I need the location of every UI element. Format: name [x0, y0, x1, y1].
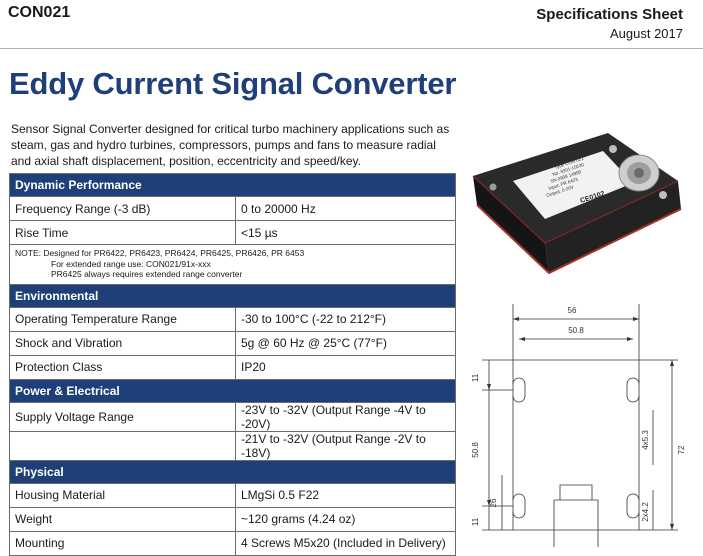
header-divider	[0, 48, 703, 49]
value-cell: 4 Screws M5x20 (Included in Delivery)	[235, 530, 456, 556]
mounting-slot	[626, 493, 640, 519]
dimension-label: 2x4.2	[641, 502, 650, 522]
table-row: -21V to -32V (Output Range -2V to -18V)	[9, 430, 456, 461]
note-line: PR6425 always requires extended range co…	[51, 269, 243, 279]
document-code: CON021	[8, 4, 71, 21]
screw-icon	[489, 183, 497, 191]
arrow-icon	[627, 337, 633, 341]
table-row: Rise Time <15 µs	[9, 220, 456, 245]
dimension-label: 72	[677, 445, 686, 454]
arrow-icon	[670, 524, 674, 530]
arrow-icon	[633, 317, 639, 321]
dimension-label: 11	[471, 517, 480, 526]
section-title: Power & Electrical	[9, 378, 456, 403]
section-title: Physical	[9, 459, 456, 484]
arrow-icon	[519, 337, 525, 341]
red-seal	[472, 175, 679, 244]
product-label	[513, 151, 633, 219]
arrow-icon	[513, 317, 519, 321]
table-row: Mounting 4 Screws M5x20 (Included in Del…	[9, 530, 456, 556]
mounting-slot	[626, 377, 640, 403]
section-title: Dynamic Performance	[9, 173, 456, 197]
table-row: Housing Material LMgSi 0.5 F22	[9, 482, 456, 508]
table-row: Protection Class IP20	[9, 354, 456, 380]
param-cell: Shock and Vibration	[9, 330, 236, 356]
sheet-title: Specifications Sheet	[536, 6, 683, 23]
param-cell: Rise Time	[9, 220, 236, 245]
mounting-slot	[512, 493, 526, 519]
table-row: Weight ~120 grams (4.24 oz)	[9, 506, 456, 532]
param-cell: Operating Temperature Range	[9, 306, 236, 332]
note-line: For extended range use: CON021/91x-xxx	[51, 258, 211, 269]
value-cell: 5g @ 60 Hz @ 25°C (77°F)	[235, 330, 456, 356]
section-header-environmental: Environmental	[9, 283, 456, 308]
section-title: Environmental	[9, 283, 456, 308]
spec-table: Dynamic Performance Frequency Range (-3 …	[9, 173, 456, 556]
value-cell: -30 to 100°C (-22 to 212°F)	[235, 306, 456, 332]
param-cell: Mounting	[9, 530, 236, 556]
value-cell: ~120 grams (4.24 oz)	[235, 506, 456, 532]
value-cell: -23V to -32V (Output Range -4V to -20V)	[235, 401, 456, 432]
section-header-dynamic: Dynamic Performance	[9, 173, 456, 197]
dimension-label: 50.8	[471, 442, 480, 458]
housing-side	[545, 181, 681, 273]
dimension-label: 56	[568, 306, 577, 315]
arrow-icon	[487, 500, 491, 506]
dimension-label: 50.8	[568, 326, 584, 335]
mounting-slot	[512, 377, 526, 403]
param-cell: Weight	[9, 506, 236, 532]
value-cell: -21V to -32V (Output Range -2V to -18V)	[235, 430, 456, 461]
table-row: Frequency Range (-3 dB) 0 to 20000 Hz	[9, 196, 456, 221]
value-cell: IP20	[235, 354, 456, 380]
section-header-power: Power & Electrical	[9, 378, 456, 403]
page-title: Eddy Current Signal Converter	[9, 66, 457, 101]
arrow-icon	[487, 384, 491, 390]
dimension-label: 26	[489, 498, 498, 507]
intro-paragraph: Sensor Signal Converter designed for cri…	[11, 122, 450, 168]
red-seal	[476, 204, 682, 275]
param-cell: Protection Class	[9, 354, 236, 380]
param-cell: Supply Voltage Range	[9, 401, 236, 432]
sheet-date: August 2017	[609, 26, 683, 41]
param-cell	[9, 430, 236, 461]
param-cell: Frequency Range (-3 dB)	[9, 196, 236, 221]
product-photo: Type CON 021 No. 9201-10530 SN 0908 1499…	[463, 121, 689, 287]
connector-outline	[559, 484, 593, 500]
table-row: Supply Voltage Range -23V to -32V (Outpu…	[9, 401, 456, 432]
arrow-icon	[670, 360, 674, 366]
housing-front	[473, 176, 549, 273]
connector-pin	[634, 168, 644, 178]
section-header-physical: Physical	[9, 459, 456, 484]
value-cell: 0 to 20000 Hz	[235, 196, 456, 221]
dimension-label: 11	[471, 373, 480, 382]
note-cell: NOTE: Designed for PR6422, PR6423, PR642…	[9, 244, 456, 285]
value-cell: LMgSi 0.5 F22	[235, 482, 456, 508]
table-row: Shock and Vibration 5g @ 60 Hz @ 25°C (7…	[9, 330, 456, 356]
screw-icon	[659, 191, 667, 199]
dimension-drawing: 56 50.8 11 50.8 26 11 4x5.3 72 2x4.2	[471, 304, 686, 547]
param-cell: Housing Material	[9, 482, 236, 508]
connector-outline	[554, 499, 599, 547]
dimension-label: 4x5.3	[641, 430, 650, 450]
table-row: Operating Temperature Range -30 to 100°C…	[9, 306, 456, 332]
body-outline	[512, 359, 640, 531]
note-line: NOTE: Designed for PR6422, PR6423, PR642…	[15, 248, 305, 258]
note-row: NOTE: Designed for PR6422, PR6423, PR642…	[9, 244, 456, 285]
value-cell: <15 µs	[235, 220, 456, 245]
screw-icon	[609, 145, 617, 153]
